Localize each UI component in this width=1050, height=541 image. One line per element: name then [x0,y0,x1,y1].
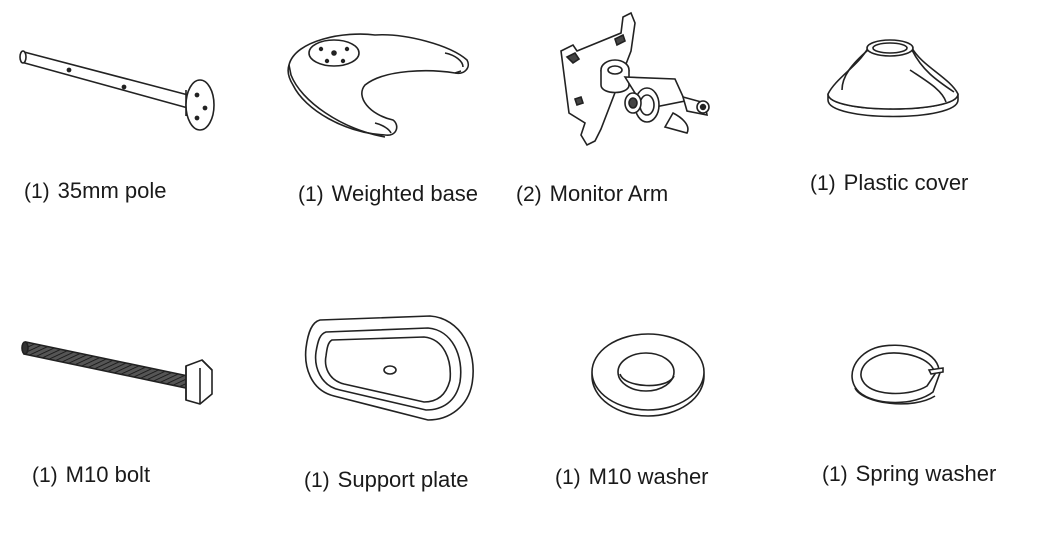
qty-plate: (1) [304,469,330,492]
caption-pole: (1) 35mm pole [24,178,167,204]
label-arm: Monitor Arm [549,181,669,206]
label-cover: Plastic cover [843,170,969,195]
caption-bolt: (1) M10 bolt [32,462,150,488]
caption-cover: (1) Plastic cover [810,170,968,196]
qty-arm: (2) [516,183,542,206]
label-washer: M10 washer [588,464,709,489]
caption-base: (1) Weighted base [298,181,478,207]
label-spring: Spring washer [855,461,997,486]
caption-spring: (1) Spring washer [822,461,996,487]
qty-cover: (1) [810,172,836,195]
qty-pole: (1) [24,180,50,203]
caption-washer: (1) M10 washer [555,464,709,490]
qty-bolt: (1) [32,464,58,487]
label-bolt: M10 bolt [65,462,151,487]
caption-plate: (1) Support plate [304,467,469,493]
label-pole: 35mm pole [57,178,167,203]
qty-spring: (1) [822,463,848,486]
qty-washer: (1) [555,466,581,489]
label-plate: Support plate [337,467,469,492]
qty-base: (1) [298,183,324,206]
caption-arm: (2) Monitor Arm [516,181,668,207]
label-base: Weighted base [331,181,479,206]
